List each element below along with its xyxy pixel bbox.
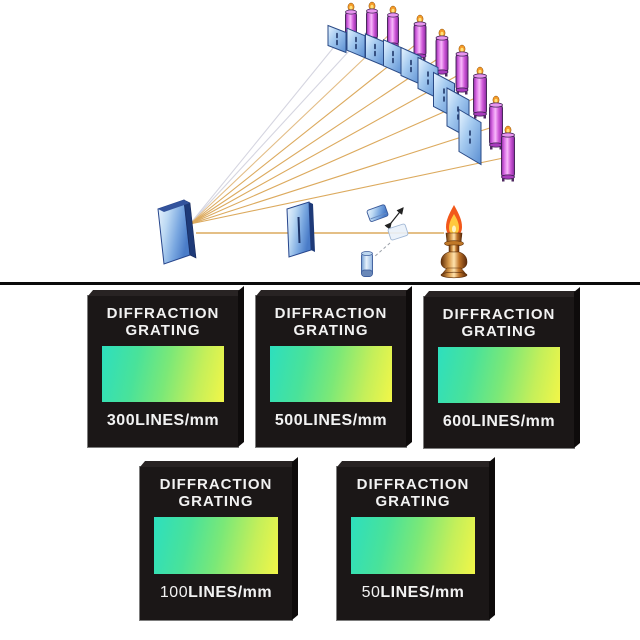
slide-title-line1: DIFFRACTION [274, 305, 388, 322]
lens-cylinder [361, 251, 373, 277]
slide-title: DIFFRACTION GRATING [88, 296, 238, 339]
slide-title-line1: DIFFRACTION [356, 476, 470, 493]
lines-unit: LINES/mm [135, 412, 220, 429]
motion-arrow-icon [384, 207, 404, 230]
screen-icon [365, 33, 385, 67]
slide-title-line2: GRATING [375, 493, 451, 510]
spectral-lamp-icon [501, 125, 515, 182]
lines-unit: LINES/mm [303, 412, 388, 429]
slide-label: 100LINES/mm [140, 584, 292, 602]
slide-title: DIFFRACTION GRATING [424, 297, 574, 340]
grating-window [438, 347, 560, 403]
slide-label: 300LINES/mm [88, 412, 238, 430]
lines-unit: LINES/mm [380, 584, 465, 601]
slide-title-line1: DIFFRACTION [442, 306, 556, 323]
lines-unit: LINES/mm [188, 584, 273, 601]
slide-title-line2: GRATING [461, 323, 537, 340]
light-rays [189, 25, 509, 225]
spectral-lamp-icon [473, 66, 487, 119]
slide-label: 600LINES/mm [424, 413, 574, 431]
slide-label: 50LINES/mm [337, 584, 489, 602]
slide-title-line2: GRATING [125, 322, 201, 339]
grating-window [102, 346, 224, 402]
slide-title-line2: GRATING [293, 322, 369, 339]
grating-products: DIFFRACTION GRATING 300LINES/mm DIFFRACT… [0, 285, 640, 640]
screen-icon [383, 39, 403, 75]
slide-title: DIFFRACTION GRATING [337, 467, 489, 510]
experiment-diagram-svg [157, 1, 515, 279]
slit-plate [286, 201, 315, 258]
lines-value: 300 [106, 412, 136, 429]
grating-slide-300lines: DIFFRACTION GRATING 300LINES/mm [87, 295, 239, 448]
spectral-lamp-icon [435, 28, 449, 77]
grating-slide-500lines: DIFFRACTION GRATING 500LINES/mm [255, 295, 407, 448]
prism-box [366, 204, 389, 222]
experiment-diagram [0, 0, 640, 282]
screen-icon [327, 24, 347, 54]
beam-splitter [387, 223, 409, 241]
guide-dashed-line [373, 242, 391, 258]
lines-value: 600 [442, 413, 472, 430]
lines-value: 500 [274, 412, 304, 429]
grating-plate [157, 199, 197, 265]
slide-title: DIFFRACTION GRATING [256, 296, 406, 339]
slide-title-line1: DIFFRACTION [159, 476, 273, 493]
slide-title-line2: GRATING [178, 493, 254, 510]
spectral-lamp-icon [455, 44, 469, 95]
grating-slide-50lines: DIFFRACTION GRATING 50LINES/mm [336, 466, 490, 621]
grating-slide-100lines: DIFFRACTION GRATING 100LINES/mm [139, 466, 293, 621]
spectral-lamp-icon [489, 95, 503, 150]
flame-burner [440, 205, 468, 279]
lines-value: 50 [361, 584, 381, 601]
grating-slide-600lines: DIFFRACTION GRATING 600LINES/mm [423, 296, 575, 449]
slide-title-line1: DIFFRACTION [106, 305, 220, 322]
grating-window [351, 517, 475, 574]
lines-unit: LINES/mm [471, 413, 556, 430]
screen-icon [458, 108, 482, 166]
grating-window [154, 517, 278, 574]
grating-window [270, 346, 392, 402]
section-divider [0, 282, 640, 285]
screen-array [327, 24, 482, 166]
lines-value: 100 [159, 584, 189, 601]
screen-icon [346, 27, 366, 59]
slide-title: DIFFRACTION GRATING [140, 467, 292, 510]
slide-label: 500LINES/mm [256, 412, 406, 430]
